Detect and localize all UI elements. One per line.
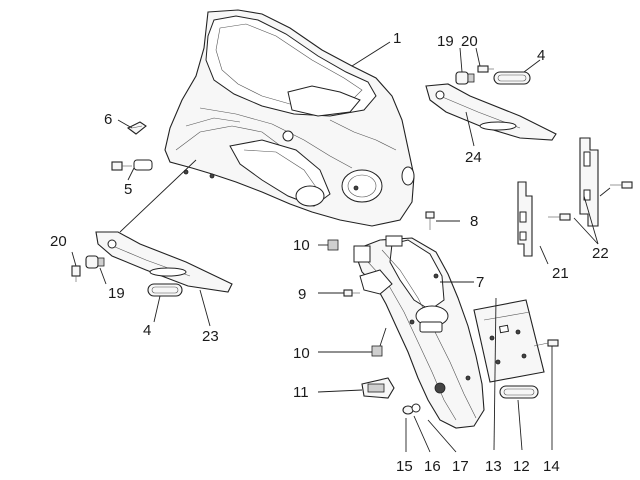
callout-13: 13 bbox=[485, 458, 502, 475]
reflector-rear bbox=[499, 385, 539, 399]
screw-right bbox=[477, 65, 494, 73]
nut-washer bbox=[402, 403, 421, 415]
screw-and-sleeve bbox=[111, 159, 153, 171]
callout-23: 23 bbox=[202, 328, 219, 345]
callout-20-left: 20 bbox=[50, 233, 67, 250]
screw-mudguard bbox=[343, 289, 360, 297]
license-plate-light bbox=[361, 377, 395, 399]
clip bbox=[126, 121, 147, 135]
callout-11: 11 bbox=[293, 384, 309, 401]
callout-20-right: 20 bbox=[461, 33, 478, 50]
callout-14: 14 bbox=[543, 458, 560, 475]
bracket-right bbox=[579, 137, 599, 227]
callout-24: 24 bbox=[465, 149, 482, 166]
screw-plate bbox=[533, 339, 559, 347]
callout-16: 16 bbox=[424, 458, 441, 475]
clip-nut-top bbox=[327, 239, 339, 251]
screw-top bbox=[425, 211, 435, 230]
callout-4-right: 4 bbox=[537, 47, 545, 64]
license-plate-holder bbox=[473, 299, 545, 383]
callout-15: 15 bbox=[396, 458, 413, 475]
callout-12: 12 bbox=[513, 458, 530, 475]
rubber-spacer-left bbox=[85, 255, 105, 269]
screw-left bbox=[71, 265, 81, 282]
right-side-moulding bbox=[425, 83, 557, 141]
clip-nut-bottom bbox=[371, 345, 383, 357]
callout-5: 5 bbox=[124, 181, 132, 198]
reflector-left bbox=[147, 283, 183, 297]
rear-mudguard bbox=[353, 235, 485, 429]
callout-10-bottom: 10 bbox=[293, 345, 310, 362]
callout-9: 9 bbox=[298, 286, 306, 303]
callout-4-left: 4 bbox=[143, 322, 151, 339]
callout-19-left: 19 bbox=[108, 285, 125, 302]
left-side-moulding bbox=[95, 231, 233, 293]
reflector-right bbox=[493, 71, 531, 85]
callout-21: 21 bbox=[552, 265, 569, 282]
rear-body-shell bbox=[164, 9, 415, 227]
callout-19-right: 19 bbox=[437, 33, 454, 50]
rubber-spacer-right bbox=[455, 71, 475, 85]
callout-8: 8 bbox=[470, 213, 478, 230]
bracket-left bbox=[517, 181, 533, 257]
leader-lines bbox=[71, 41, 611, 453]
callout-10-top: 10 bbox=[293, 237, 310, 254]
callout-6: 6 bbox=[104, 111, 112, 128]
callout-22: 22 bbox=[592, 245, 609, 262]
callout-labels: 1 19 20 4 6 24 5 8 20 10 22 21 7 19 9 4 … bbox=[50, 30, 609, 475]
callout-17: 17 bbox=[452, 458, 469, 475]
callout-7: 7 bbox=[476, 274, 484, 291]
bracket-screws bbox=[548, 181, 633, 221]
callout-1: 1 bbox=[393, 30, 401, 47]
